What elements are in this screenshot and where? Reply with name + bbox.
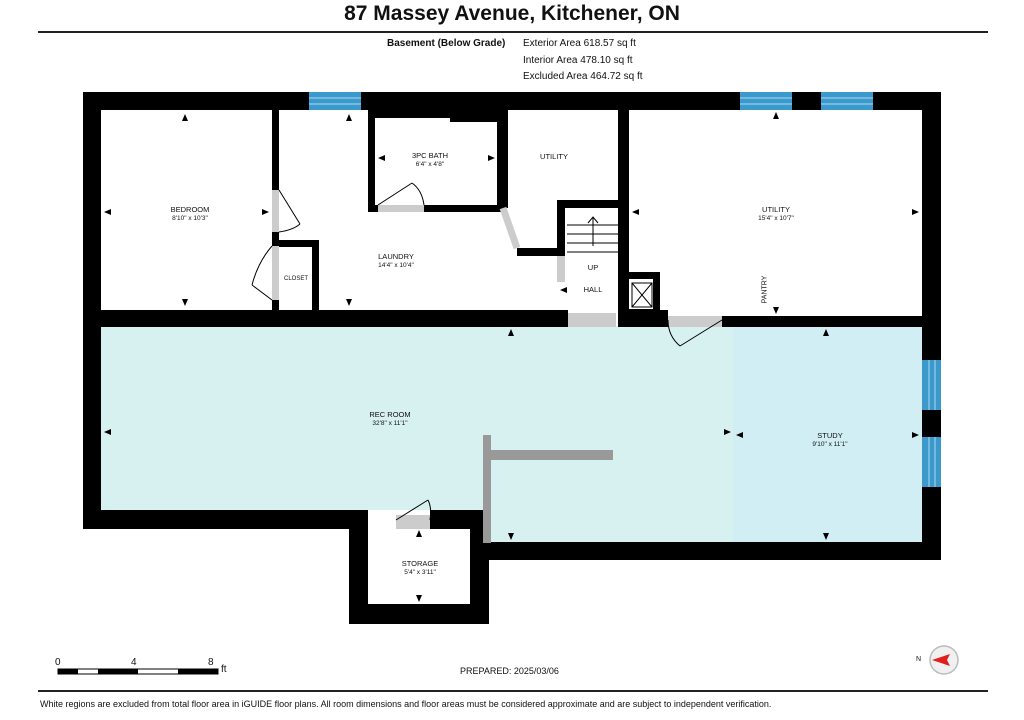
windows (309, 92, 941, 487)
page-title: 87 Massey Avenue, Kitchener, ON (344, 2, 680, 25)
compass-icon (928, 644, 960, 676)
stairs-up-label: UP (587, 263, 599, 272)
scale-tick-4: 4 (131, 657, 137, 668)
room-dims: 5'4" x 3'11" (404, 569, 436, 576)
room-dims: 32'8" x 11'1" (372, 420, 408, 427)
room-study: STUDY 9'10" x 11'1" (790, 431, 870, 449)
room-name: UTILITY (762, 205, 790, 214)
title-divider (38, 31, 988, 33)
room-pantry: PANTRY (761, 275, 769, 304)
scale-unit: ft (221, 664, 227, 675)
walls (83, 92, 941, 624)
excluded-area: Excluded Area 464.72 sq ft (523, 71, 643, 82)
footer-disclaimer: White regions are excluded from total fl… (40, 699, 772, 709)
room-name: STORAGE (401, 559, 439, 568)
interior-area: Interior Area 478.10 sq ft (523, 55, 633, 66)
room-name: LAUNDRY (378, 252, 414, 261)
room-name: REC ROOM (369, 410, 411, 419)
room-dims: 14'4" x 10'4" (378, 262, 414, 269)
level-label: Basement (Below Grade) (387, 38, 506, 49)
room-name: STUDY (817, 431, 843, 440)
room-name: 3PC BATH (411, 151, 449, 160)
room-dims: 8'10" x 10'3" (172, 215, 208, 222)
scale-tick-8: 8 (208, 657, 214, 668)
room-name: UTILITY (540, 152, 568, 161)
room-utility: UTILITY (524, 152, 584, 161)
room-closet: CLOSET (283, 276, 308, 282)
room-storage: STORAGE 5'4" x 3'11" (380, 559, 460, 577)
room-hall: HALL (583, 285, 603, 294)
room-dims: 9'10" x 11'1" (812, 441, 848, 448)
stairs (567, 216, 618, 253)
scale-tick-0: 0 (55, 657, 61, 668)
room-dims: 6'4" x 4'8" (415, 161, 445, 168)
room-rec: REC ROOM 32'8" x 11'1" (350, 410, 430, 428)
room-name: BEDROOM (170, 205, 210, 214)
dimension-markers (104, 112, 919, 602)
room-bedroom: BEDROOM 8'10" x 10'3" (150, 205, 230, 223)
room-bath: 3PC BATH 6'4" x 4'8" (395, 151, 465, 169)
room-dims: 15'4" x 10'7" (758, 215, 794, 222)
room-laundry: LAUNDRY 14'4" x 10'4" (356, 252, 436, 270)
compass-north-label: N (916, 656, 922, 663)
exterior-area: Exterior Area 618.57 sq ft (523, 38, 636, 49)
study-area (733, 326, 922, 543)
room-utility-large: UTILITY 15'4" x 10'7" (736, 205, 816, 223)
prepared-date: PREPARED: 2025/03/06 (460, 666, 559, 676)
doors (251, 182, 723, 529)
partition-wall (483, 435, 491, 543)
scale-bar (57, 668, 219, 675)
